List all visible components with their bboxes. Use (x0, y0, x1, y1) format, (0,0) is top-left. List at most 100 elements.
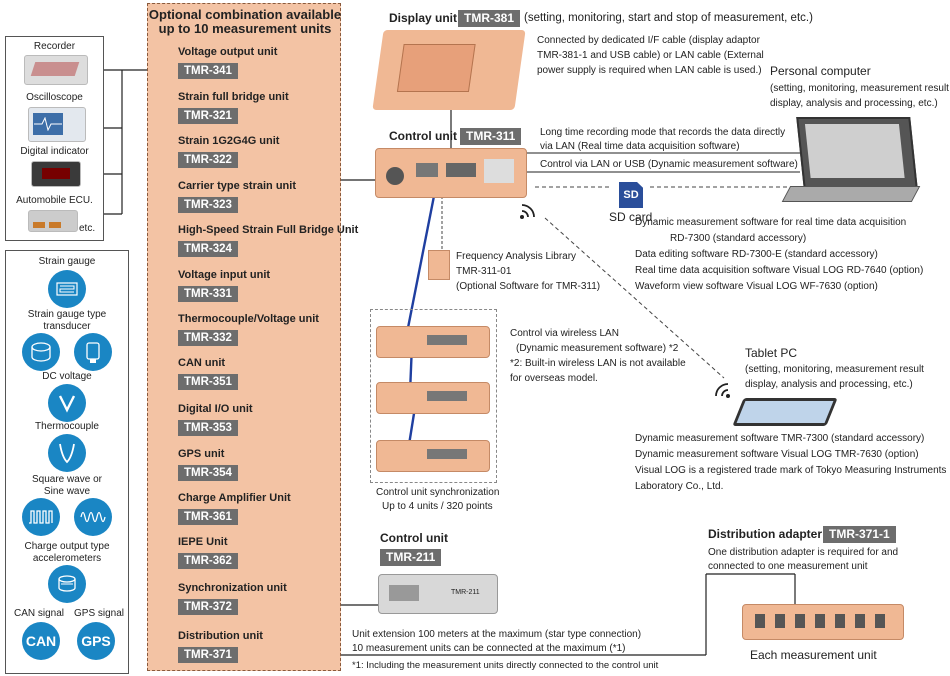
module-code: TMR-361 (178, 509, 238, 525)
module-code: TMR-324 (178, 241, 238, 257)
control-unit-image (375, 148, 527, 198)
module-column: Optional combination available up to 10 … (147, 3, 358, 671)
thermocouple-label: Thermocouple (35, 421, 99, 432)
software-1: Dynamic measurement software for real ti… (635, 217, 907, 228)
wireless-3: *2: Built-in wireless LAN is not availab… (510, 358, 686, 369)
module-name: High-Speed Strain Full Bridge Unit (178, 224, 359, 236)
transducer-label-2: transducer (43, 321, 91, 332)
software-5: Waveform view software Visual LOG WF-763… (635, 281, 878, 292)
freq-3: (Optional Software for TMR-311) (456, 281, 601, 292)
display-unit-label: Display unit (389, 11, 458, 25)
control2-panel-text: TMR-211 (451, 589, 480, 596)
dist-label: Distribution adapter (708, 527, 823, 541)
module-name: GPS unit (178, 448, 225, 460)
wireless-2: (Dynamic measurement software) *2 (516, 343, 679, 354)
recorder-image (24, 55, 88, 85)
digital-indicator-label: Digital indicator (20, 146, 89, 157)
wireless-1: Control via wireless LAN (510, 328, 619, 339)
sync-2: Up to 4 units / 320 points (382, 501, 493, 512)
display-unit-image (372, 30, 526, 110)
module-name: CAN unit (178, 357, 226, 369)
pc-desc-1: (setting, monitoring, measurement result (770, 83, 949, 94)
module-name: Digital I/O unit (178, 403, 253, 415)
module-code: TMR-351 (178, 374, 238, 390)
module-code: TMR-354 (178, 465, 238, 481)
display-conn-2: TMR-381-1 and USB cable) or LAN cable (E… (537, 50, 764, 61)
charge-label-2: accelerometers (32, 553, 102, 564)
dist-desc-2: connected to one measurement unit (708, 561, 868, 572)
module-name: Strain full bridge unit (178, 91, 289, 103)
oscilloscope-label: Oscilloscope (26, 92, 83, 103)
module-name: Synchronization unit (178, 582, 287, 594)
charge-label-1: Charge output type (24, 541, 110, 552)
control2-image: TMR-211 (378, 574, 498, 614)
etc-label: etc. (79, 223, 96, 234)
module-name: Distribution unit (178, 630, 263, 642)
module-name: Thermocouple/Voltage unit (178, 313, 319, 325)
optional-title-2: up to 10 measurement units (158, 21, 332, 36)
sine-wave-icon (74, 498, 112, 536)
square-wave-label-2: Sine wave (43, 486, 91, 497)
output-devices-box: Recorder Oscilloscope Digital indicator … (5, 36, 104, 241)
tablet-desc-2: display, analysis and processing, etc.) (745, 379, 913, 390)
module-code: TMR-323 (178, 197, 238, 213)
square-wave-label-1: Square wave or (31, 474, 103, 485)
wireless-4: for overseas model. (510, 373, 598, 384)
ecu-label: Automobile ECU. (16, 195, 93, 206)
sync-unit-3 (376, 440, 490, 472)
module-code: TMR-332 (178, 330, 238, 346)
sd-card-label: SD card (609, 210, 653, 224)
tablet-desc-1: (setting, monitoring, measurement result (745, 364, 924, 375)
dc-voltage-label: DC voltage (42, 371, 92, 382)
sync-1: Control unit synchronization (376, 487, 500, 498)
digital-indicator-image (31, 161, 81, 187)
software-4: Real time data acquisition software Visu… (635, 265, 924, 276)
dc-voltage-icon (48, 384, 86, 422)
tablet-sw-2: Dynamic measurement software Visual LOG … (635, 449, 919, 460)
module-code: TMR-372 (178, 599, 238, 615)
control2-label: Control unit (380, 531, 448, 545)
sync-unit-1 (376, 326, 490, 358)
module-name: IEPE Unit (178, 536, 228, 548)
module-code: TMR-322 (178, 152, 238, 168)
ecu-image (28, 210, 78, 232)
dist-each: Each measurement unit (750, 648, 877, 662)
sync-group-box (370, 309, 497, 483)
sd-card-icon: SD (619, 182, 643, 208)
freq-library-box (428, 250, 450, 280)
oscilloscope-image (28, 107, 86, 142)
module-code: TMR-321 (178, 108, 238, 124)
tablet-sw-3: Visual LOG is a registered trade mark of… (635, 465, 947, 476)
thermocouple-icon (48, 434, 86, 472)
long-time-2: via LAN (Real time data acquisition soft… (540, 141, 740, 152)
wifi-icon (520, 204, 535, 219)
module-code: TMR-353 (178, 420, 238, 436)
control-unit-code: TMR-311 (460, 128, 522, 145)
tablet-sw-4: Laboratory Co., Ltd. (635, 481, 724, 492)
module-code: TMR-371 (178, 647, 238, 663)
square-wave-icon (22, 498, 60, 536)
display-conn-3: power supply is required when LAN cable … (537, 65, 762, 76)
load-cell-icon (22, 333, 60, 371)
laptop-screen (796, 117, 918, 189)
extension-1: Unit extension 100 meters at the maximum… (352, 629, 642, 640)
pc-desc-2: display, analysis and processing, etc.) (770, 98, 938, 109)
software-2: RD-7300 (standard accessory) (670, 233, 807, 244)
sync-unit-2 (376, 382, 490, 414)
module-name: Charge Amplifier Unit (178, 492, 291, 504)
optional-title-1: Optional combination available (148, 7, 342, 22)
tablet-wifi-icon (715, 383, 730, 398)
module-name: Voltage input unit (178, 269, 271, 281)
gps-icon: GPS (77, 622, 115, 660)
control2-code: TMR-211 (380, 549, 442, 566)
extension-3: *1: Including the measurement units dire… (352, 660, 659, 671)
gps-signal-label: GPS signal (74, 608, 125, 619)
module-name: Voltage output unit (178, 46, 278, 58)
display-conn-1: Connected by dedicated I/F cable (displa… (537, 35, 760, 46)
control-unit-label: Control unit (389, 129, 457, 143)
tablet-image (732, 398, 838, 426)
freq-2: TMR-311-01 (456, 266, 512, 277)
dist-desc-1: One distribution adapter is required for… (708, 547, 899, 558)
tablet-sw-1: Dynamic measurement software TMR-7300 (s… (635, 433, 925, 444)
module-name: Carrier type strain unit (178, 180, 296, 192)
